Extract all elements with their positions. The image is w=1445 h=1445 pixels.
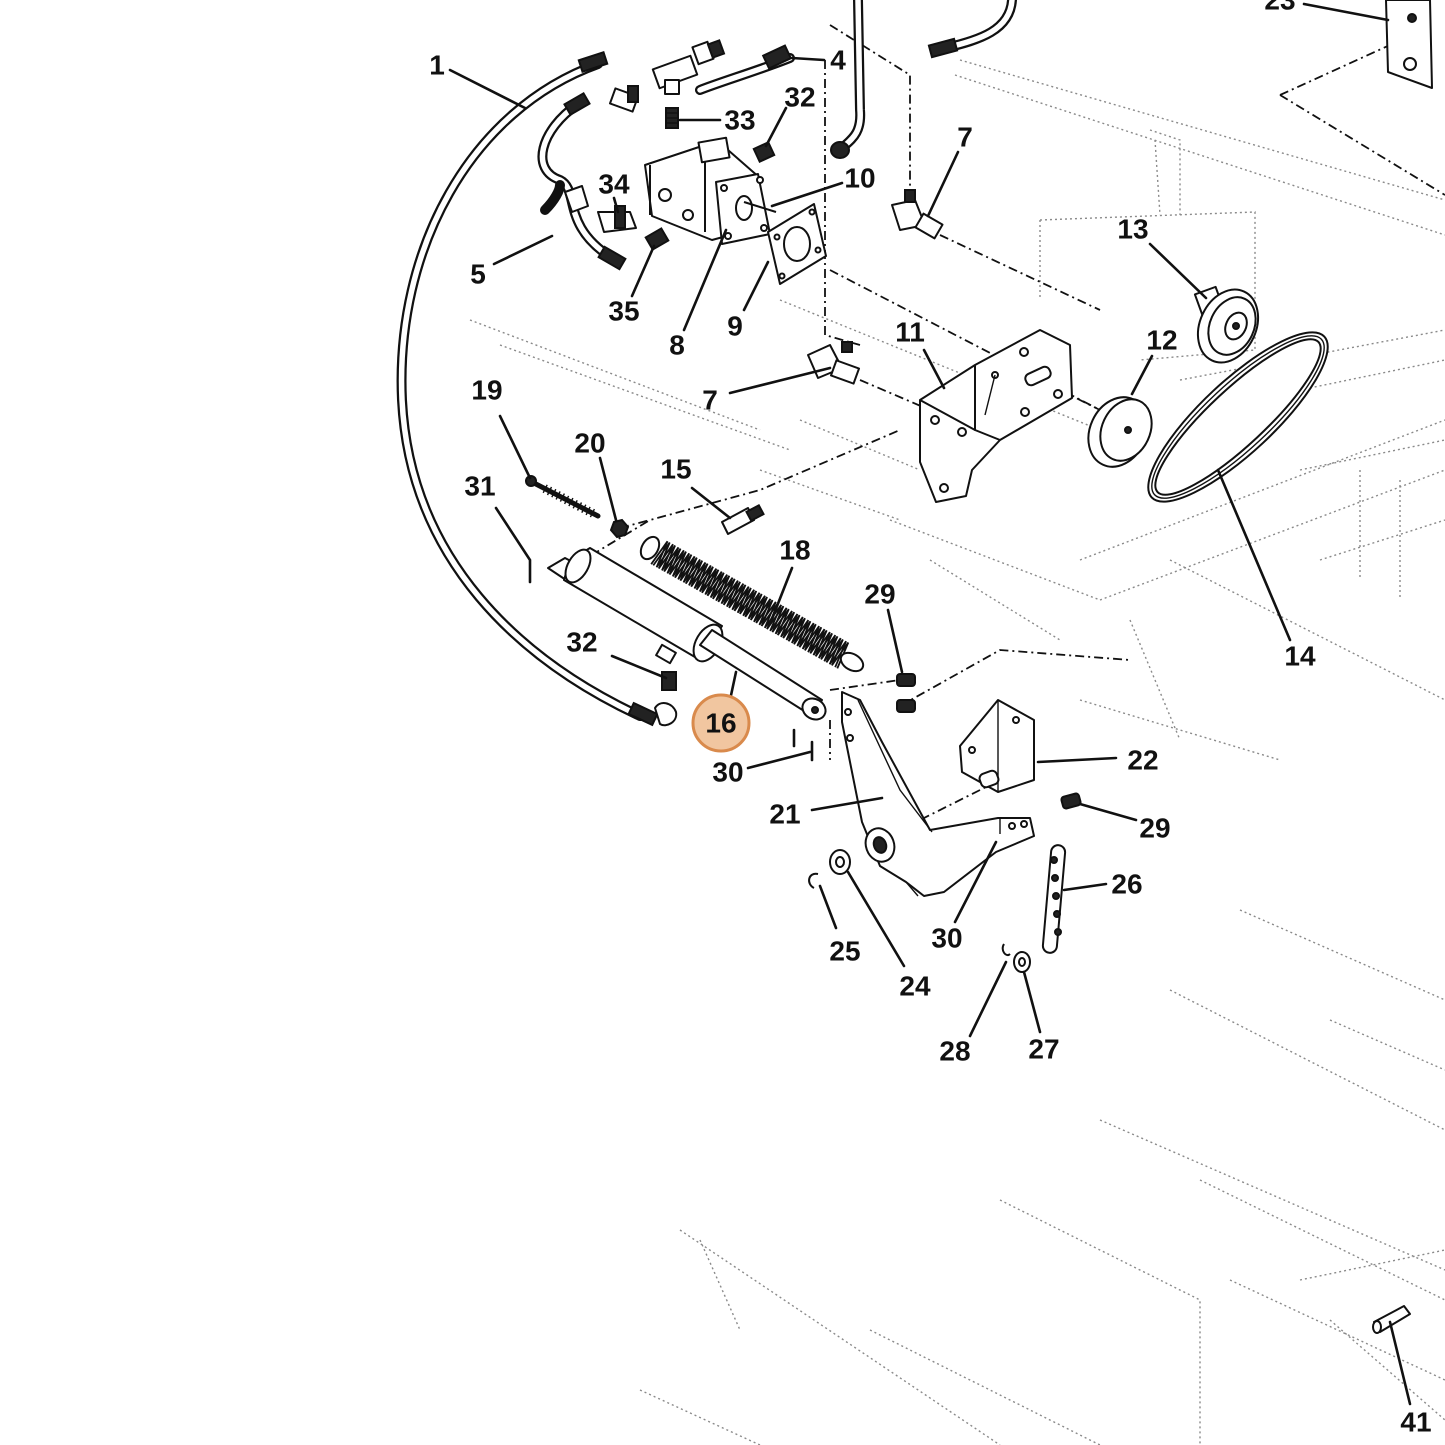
fitting-34 [564,185,637,233]
callout-27: 27 [1028,1034,1059,1065]
callout-13: 13 [1117,214,1148,245]
callout-7-lower: 7 [702,385,718,416]
callout-18: 18 [779,535,810,566]
clip-25 [808,872,819,889]
callout-32-top: 32 [784,82,815,113]
callout-5: 5 [470,259,486,290]
fitting-tee [651,39,726,95]
fitting-7-upper [891,189,944,240]
callout-14: 14 [1284,641,1316,672]
callout-15: 15 [660,454,691,485]
washer-27 [1013,951,1031,973]
callout-21: 21 [769,799,800,830]
fitting-33 [665,107,679,129]
callout-23: 23 [1264,0,1295,16]
callout-41: 41 [1400,1407,1431,1438]
spring-18 [639,535,865,673]
callout-29-lower: 29 [1139,813,1170,844]
callout-22: 22 [1127,745,1158,776]
mount-plate [1385,0,1433,89]
callout-4: 4 [830,45,846,76]
callout-8: 8 [669,330,685,361]
background-frame [469,59,1445,1445]
callout-33: 33 [724,105,755,136]
callouts: 1 4 32 33 34 10 7 5 35 8 9 11 13 12 7 19… [429,0,1431,1438]
hose-1 [396,51,659,727]
bracket-11 [919,329,1073,503]
clip-28 [1001,943,1011,956]
bolt-29-lower [1060,792,1082,810]
gasket-9 [767,203,827,285]
bracket-22 [959,699,1035,793]
callout-1: 1 [429,50,445,81]
fitting-35 [644,227,670,251]
fitting-elbow-top [608,85,640,113]
callout-25: 25 [829,936,860,967]
callout-19: 19 [471,375,502,406]
callout-9: 9 [727,311,743,342]
lever-21 [841,691,1035,897]
cylinder-16 [547,547,827,721]
callout-31: 31 [464,471,495,502]
callout-30-left: 30 [712,757,743,788]
pulley-13 [1193,285,1260,364]
bolt-19 [525,475,601,519]
callout-24: 24 [899,971,931,1002]
callout-30-lower: 30 [931,923,962,954]
leader-lines [448,2,1412,1406]
callout-11: 11 [895,317,925,348]
bar-26 [1041,844,1067,954]
callout-20: 20 [574,428,605,459]
callout-26: 26 [1111,869,1142,900]
fitting-15 [721,503,765,535]
callout-32-mid: 32 [566,627,597,658]
pump-8 [644,136,777,245]
callout-35: 35 [608,296,639,327]
pulley-12 [1087,396,1153,468]
callout-28: 28 [939,1036,970,1067]
callout-16: 16 [705,708,736,739]
callout-12: 12 [1146,325,1177,356]
pin-41 [1372,1305,1411,1334]
nut-20 [609,518,630,539]
callout-10: 10 [844,163,875,194]
belt-14 [1147,331,1329,503]
fitting-32-top [752,140,776,164]
hose-5 [537,91,627,271]
callout-7-upper: 7 [957,122,973,153]
hose-top [695,0,1017,159]
highlight-circle [691,693,751,753]
callout-34: 34 [598,169,630,200]
bolt-29-upper [896,673,916,713]
callout-29-upper: 29 [864,579,895,610]
washer-24 [829,849,851,875]
fitting-7-lower [807,341,861,385]
fitting-32-mid [654,671,678,727]
